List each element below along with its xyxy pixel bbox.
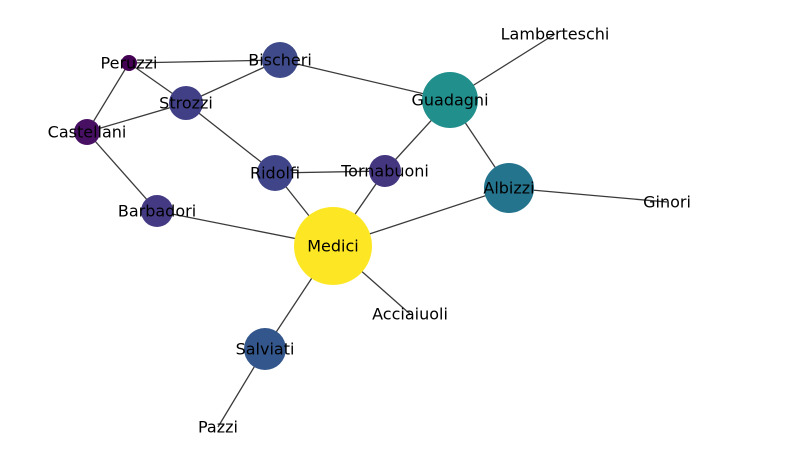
node-label-ridolfi: Ridolfi bbox=[250, 164, 300, 183]
node-label-bischeri: Bischeri bbox=[248, 51, 312, 70]
node-guadagni bbox=[422, 72, 478, 128]
node-label-castellani: Castellani bbox=[48, 123, 127, 142]
node-label-strozzi: Strozzi bbox=[159, 94, 213, 113]
node-label-salviati: Salviati bbox=[236, 340, 295, 359]
node-label-guadagni: Guadagni bbox=[411, 91, 488, 110]
node-salviati bbox=[244, 328, 286, 370]
edge-castellani-strozzi bbox=[86, 102, 187, 133]
edge-strozzi-ridolfi bbox=[185, 102, 276, 174]
node-peruzzi bbox=[121, 55, 137, 71]
node-label-acciaiuoli: Acciaiuoli bbox=[372, 305, 448, 324]
node-barbadori bbox=[141, 195, 173, 227]
node-label-albizzi: Albizzi bbox=[483, 179, 534, 198]
node-medici bbox=[294, 207, 372, 285]
edge-castellani-barbadori bbox=[86, 131, 158, 212]
node-label-medici: Medici bbox=[307, 237, 359, 256]
edge-peruzzi-castellani bbox=[86, 62, 130, 133]
edge-albizzi-ginori bbox=[508, 187, 668, 203]
node-bischeri bbox=[262, 42, 298, 78]
node-label-tornabuoni: Tornabuoni bbox=[340, 162, 429, 181]
node-label-lamberteschi: Lamberteschi bbox=[501, 25, 610, 44]
nodes-layer bbox=[74, 42, 534, 370]
node-castellani bbox=[74, 119, 100, 145]
node-tornabuoni bbox=[369, 155, 401, 187]
edge-bischeri-guadagni bbox=[279, 59, 451, 101]
node-ridolfi bbox=[257, 155, 293, 191]
node-strozzi bbox=[169, 86, 203, 120]
node-label-ginori: Ginori bbox=[643, 193, 691, 212]
edge-peruzzi-bischeri bbox=[128, 59, 281, 64]
node-albizzi bbox=[484, 163, 534, 213]
node-label-pazzi: Pazzi bbox=[198, 418, 238, 437]
node-label-peruzzi: Peruzzi bbox=[101, 54, 158, 73]
node-label-barbadori: Barbadori bbox=[118, 202, 196, 221]
edge-ridolfi-tornabuoni bbox=[274, 170, 386, 174]
